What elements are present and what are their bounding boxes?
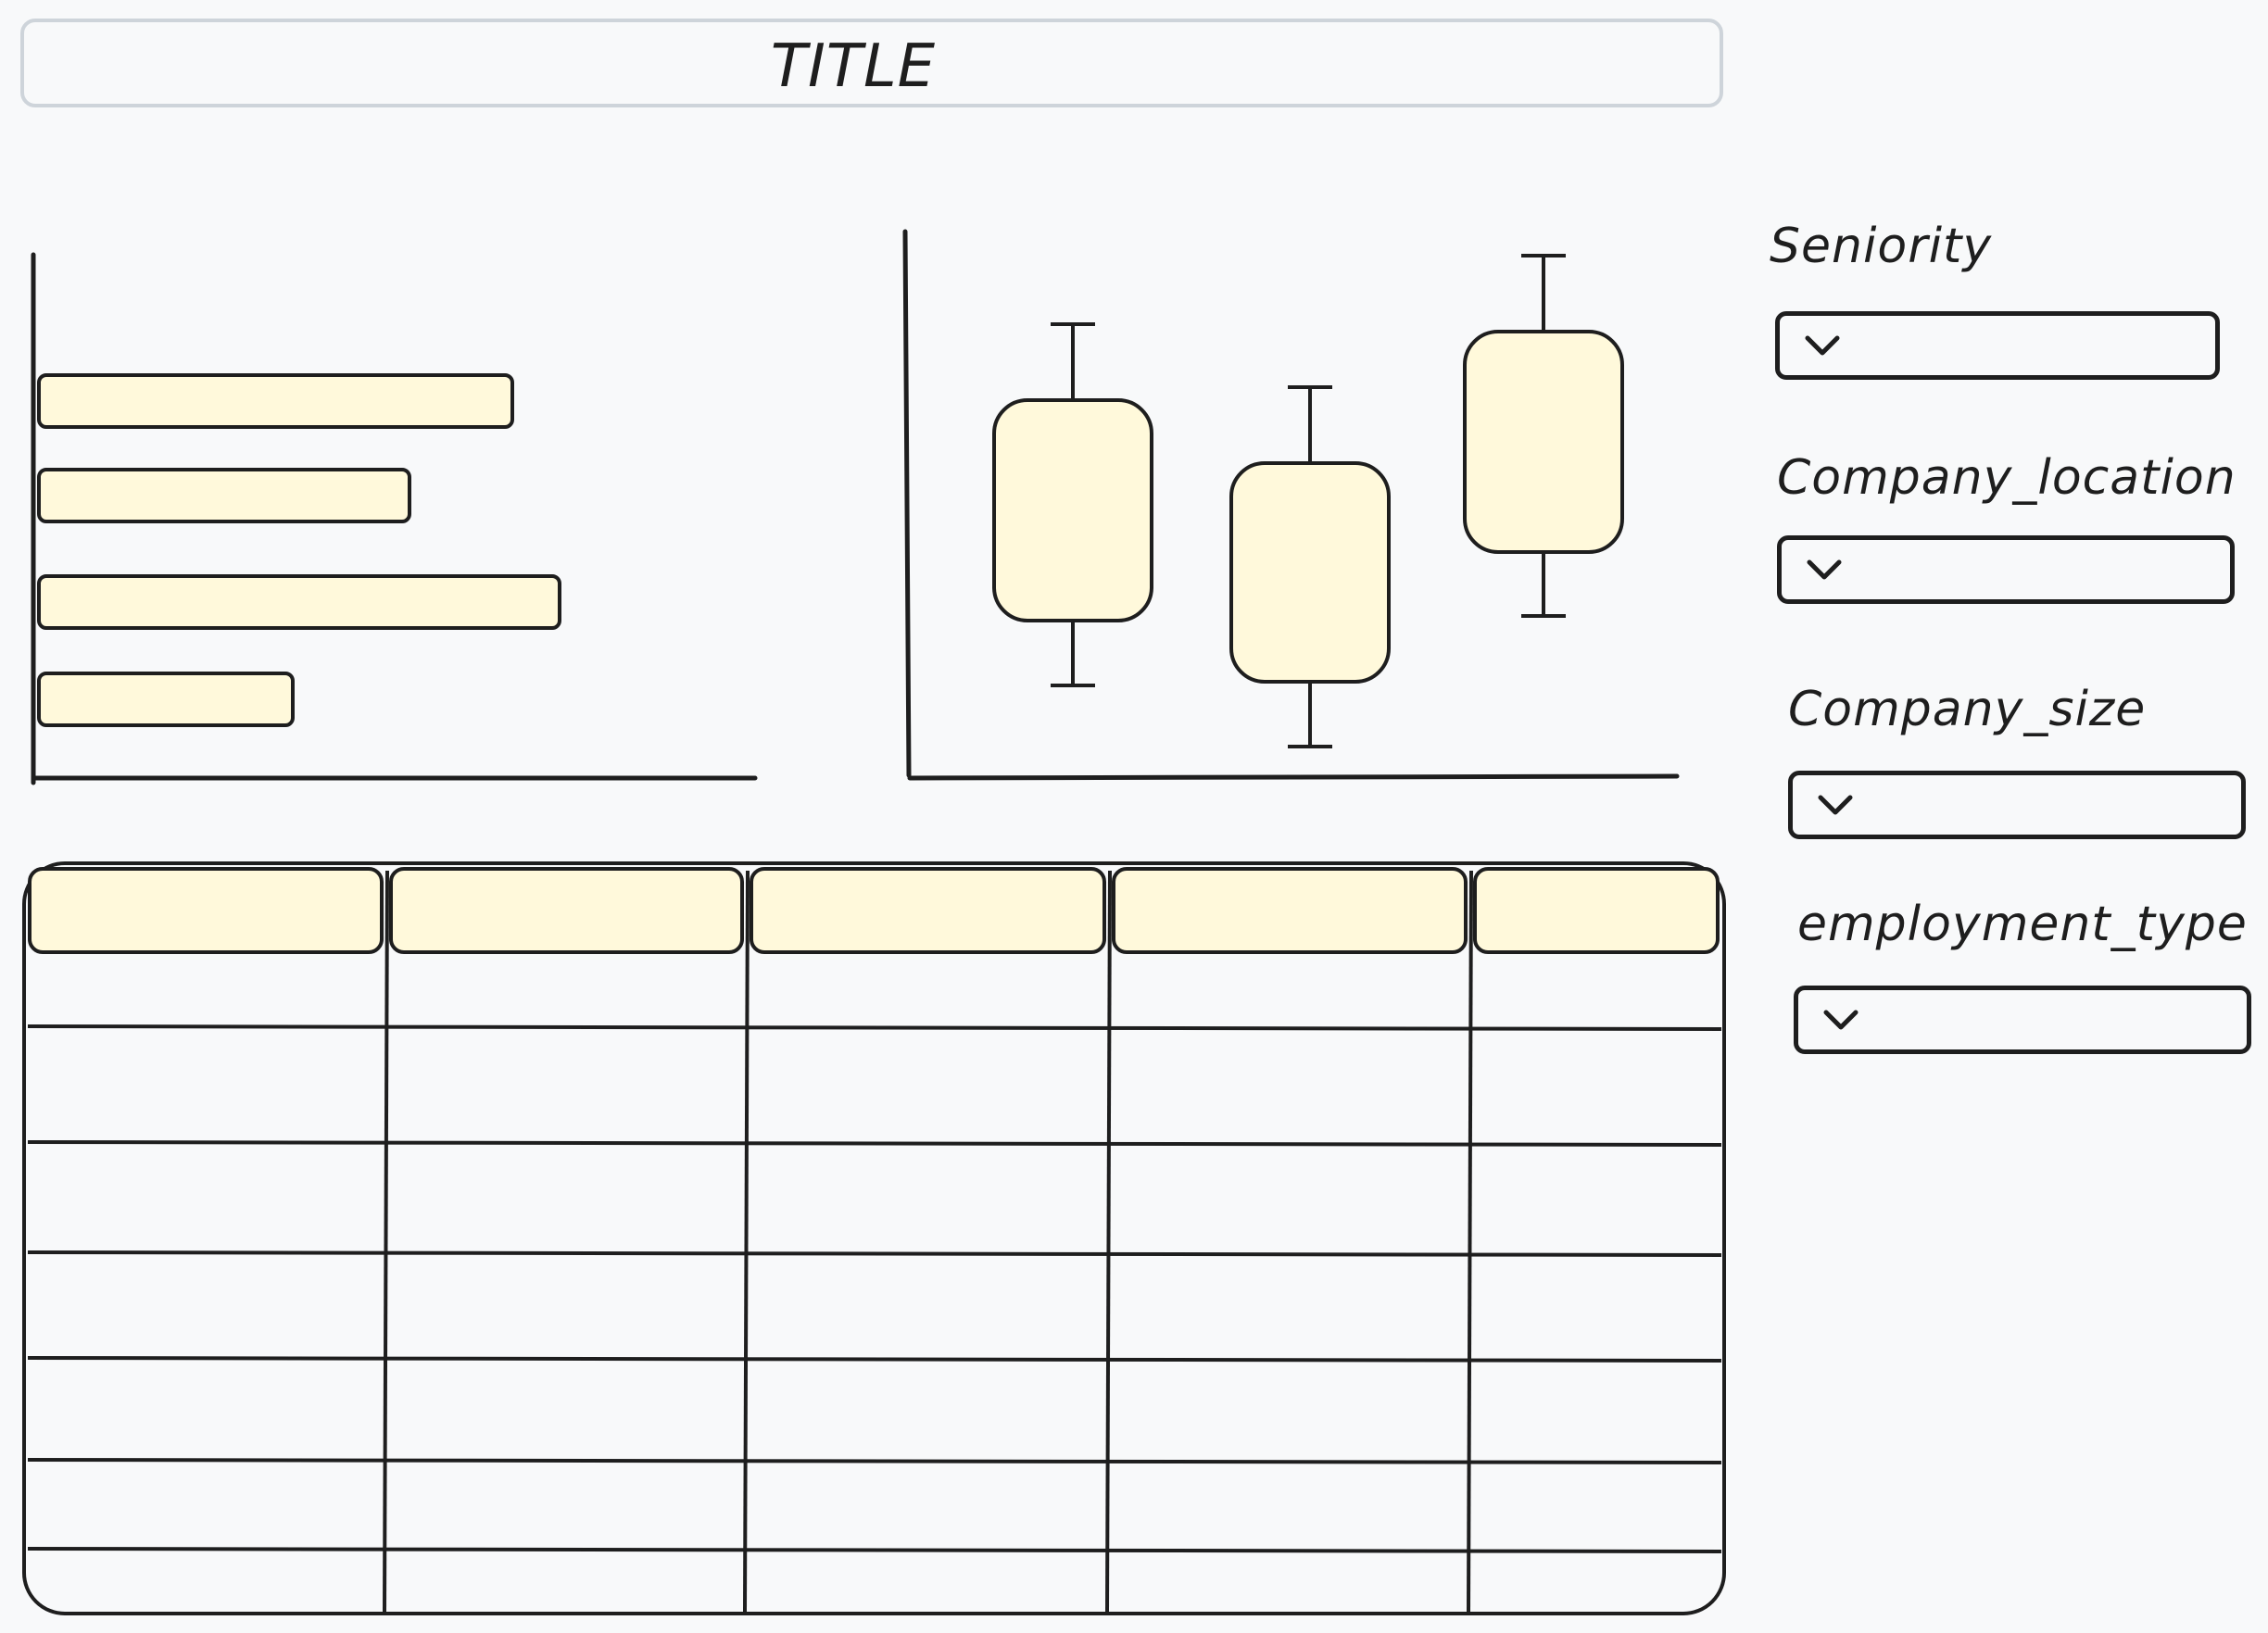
table-header-cell xyxy=(1112,867,1468,954)
box-item xyxy=(1229,385,1391,748)
box-plot-y-axis xyxy=(902,229,912,778)
row-divider xyxy=(27,1140,1722,1147)
table-header xyxy=(28,867,1720,954)
row-divider xyxy=(27,1356,1722,1363)
bar xyxy=(37,574,561,630)
company-location-label: Company_location xyxy=(1777,450,2236,506)
company-size-label: Company_size xyxy=(1788,682,2147,737)
bar-group xyxy=(37,373,561,727)
title-bar: TITLE xyxy=(20,19,1723,107)
row-divider xyxy=(27,1024,1722,1031)
box-item xyxy=(992,322,1153,687)
box-plot-x-axis xyxy=(907,773,1680,781)
bar xyxy=(37,672,295,727)
row-divider xyxy=(27,1458,1722,1464)
table-header-cell xyxy=(389,867,744,954)
bar xyxy=(37,468,411,523)
page-title: TITLE xyxy=(770,32,937,101)
company-size-dropdown[interactable] xyxy=(1788,771,2246,839)
box-item xyxy=(1463,254,1624,618)
chevron-down-icon xyxy=(1807,559,1842,580)
table-frame xyxy=(22,861,1726,1615)
table-header-cell xyxy=(28,867,384,954)
data-table xyxy=(22,861,1726,1615)
column-divider xyxy=(1105,870,1112,1613)
box xyxy=(992,398,1153,622)
company-location-dropdown[interactable] xyxy=(1777,535,2235,604)
seniority-dropdown[interactable] xyxy=(1775,311,2220,380)
chevron-down-icon xyxy=(1818,795,1853,815)
table-grid xyxy=(27,870,1722,1613)
box xyxy=(1229,461,1391,684)
chevron-down-icon xyxy=(1805,335,1840,356)
column-divider xyxy=(383,870,389,1613)
row-divider xyxy=(27,1547,1722,1553)
column-divider xyxy=(743,870,750,1613)
column-divider xyxy=(1467,870,1473,1613)
employment-type-label: employment_type xyxy=(1797,897,2248,952)
box-group xyxy=(992,254,1624,748)
seniority-label: Seniority xyxy=(1770,219,1993,274)
box-plot xyxy=(902,229,1680,781)
chevron-down-icon xyxy=(1823,1010,1858,1030)
bar xyxy=(37,373,514,429)
row-divider xyxy=(27,1250,1722,1257)
box xyxy=(1463,330,1624,554)
bar-chart xyxy=(31,252,758,785)
table-header-cell xyxy=(750,867,1106,954)
employment-type-dropdown[interactable] xyxy=(1794,986,2251,1054)
table-header-cell xyxy=(1473,867,1720,954)
